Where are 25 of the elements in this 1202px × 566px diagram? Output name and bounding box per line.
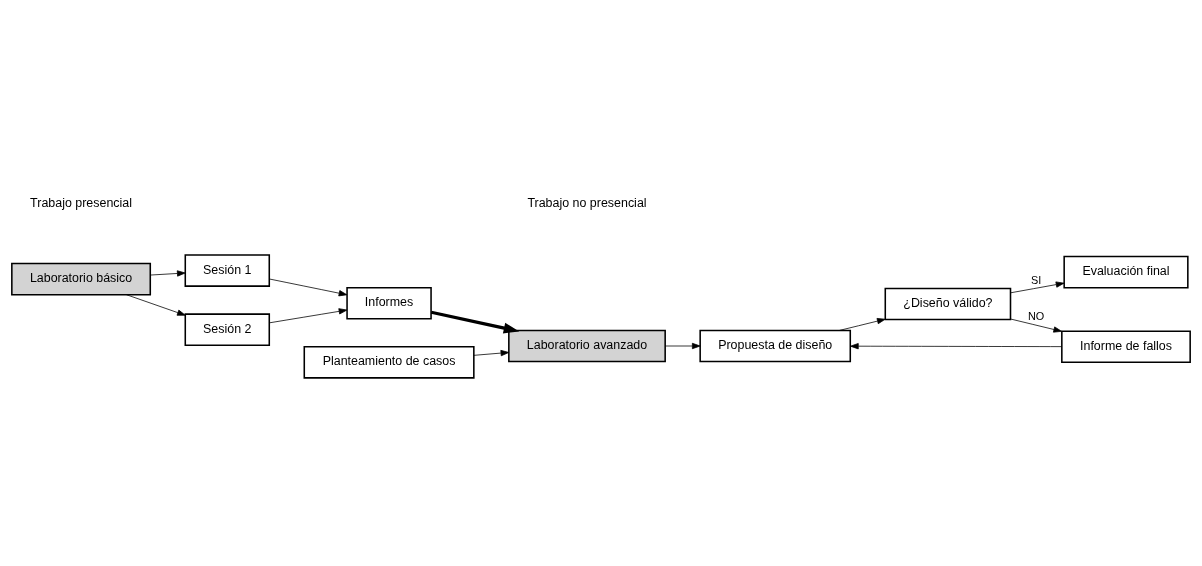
node-box: Informes xyxy=(346,286,432,320)
arrow xyxy=(268,278,348,297)
node-box: Planteamiento de casos xyxy=(303,346,475,379)
node-box: Propuesta de diseño xyxy=(699,329,852,363)
arrow xyxy=(126,294,186,316)
node-box: Evaluación final xyxy=(1063,255,1189,289)
node-box: ¿Diseño válido? xyxy=(884,287,1012,321)
label: Trabajo no presencial xyxy=(527,195,647,210)
node-box: Laboratorio avanzado xyxy=(508,329,666,363)
arrow xyxy=(430,310,520,334)
node-box: Sesión 2 xyxy=(184,313,271,346)
label: Trabajo presencial xyxy=(30,195,132,210)
arrow xyxy=(473,350,510,357)
node-box: Informe de fallos xyxy=(1061,330,1191,364)
arrow xyxy=(839,318,886,331)
arrow xyxy=(850,343,1063,350)
edge-label: SI xyxy=(1031,273,1042,286)
node-box: Sesión 1 xyxy=(184,254,271,287)
arrow xyxy=(268,308,348,324)
arrow xyxy=(664,342,701,350)
node-box: Laboratorio básico xyxy=(11,262,152,296)
edge-label: NO xyxy=(1028,310,1045,323)
arrow xyxy=(149,270,186,277)
arrow xyxy=(1010,318,1062,333)
arrow xyxy=(1010,281,1065,294)
